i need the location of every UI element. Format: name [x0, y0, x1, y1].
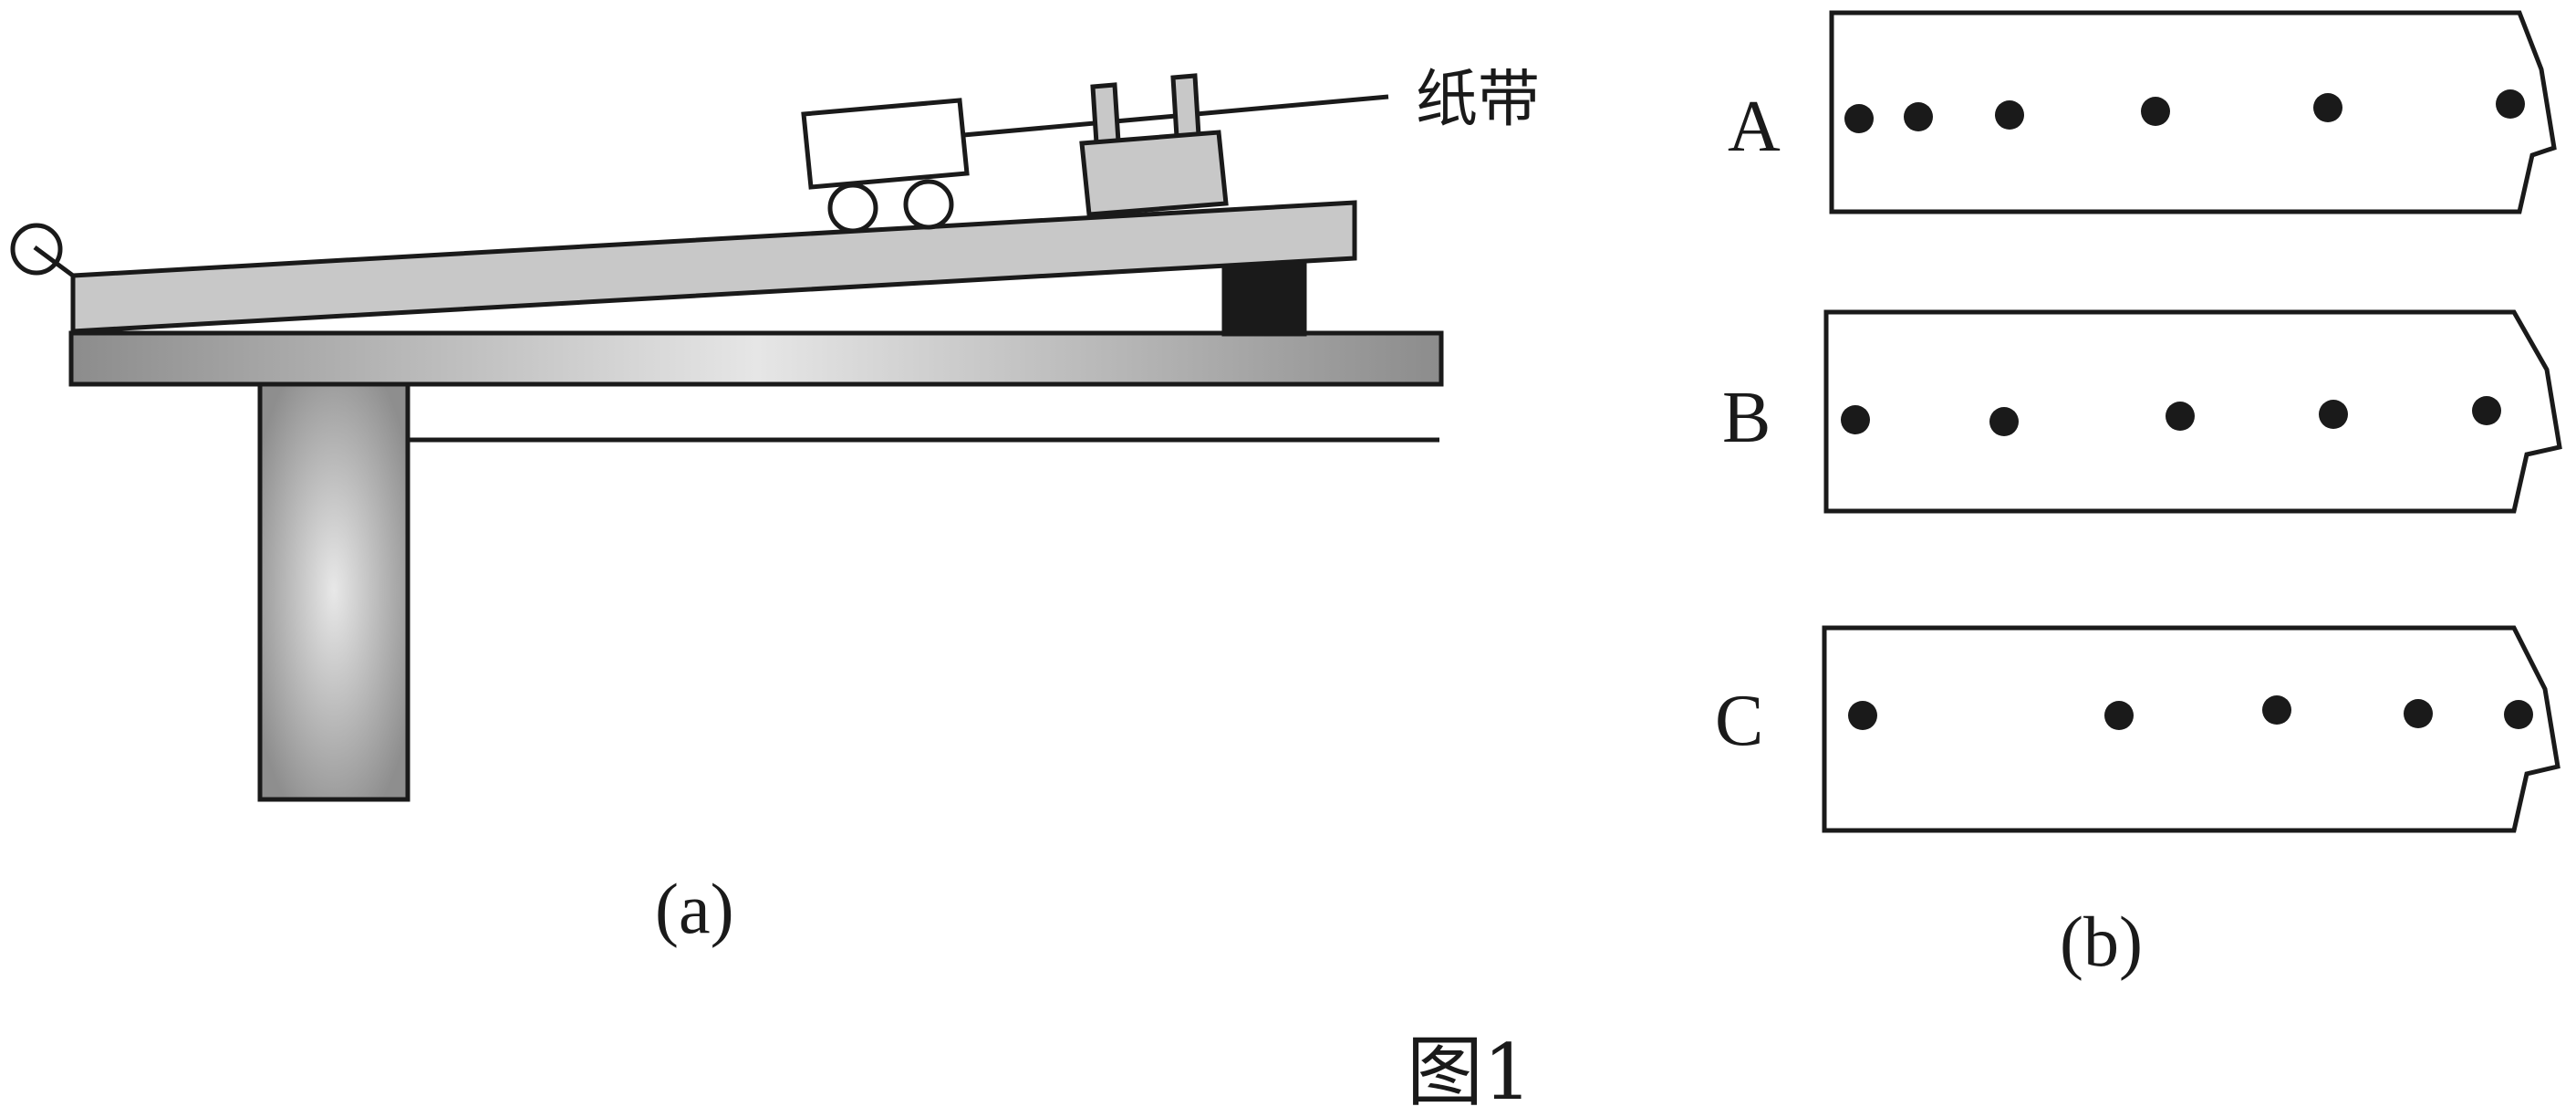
- table-leg: [257, 379, 410, 802]
- tape-a-dot: [2141, 97, 2170, 126]
- tape-b-dot: [1841, 405, 1870, 434]
- tape-b: B: [1722, 309, 2562, 514]
- tape-b-dot: [2472, 396, 2501, 425]
- tape-c: C: [1715, 625, 2560, 833]
- caption-a: (a): [655, 869, 734, 948]
- tape-a-strip: [1829, 10, 2557, 214]
- tape-b-dot: [1989, 407, 2019, 436]
- table-top: [68, 330, 1444, 387]
- tape-b-letter: B: [1722, 378, 1771, 458]
- tape-b-dot: [2166, 402, 2195, 431]
- apparatus-diagram: 纸带 (a): [10, 64, 1540, 948]
- tape-c-dot: [1848, 701, 1877, 730]
- tape-a-dot: [2313, 93, 2342, 122]
- tape-c-dot: [2404, 699, 2433, 728]
- pulley-icon: [10, 223, 75, 278]
- tape-b-dot: [2319, 400, 2348, 429]
- tape-a-dot: [1995, 100, 2024, 130]
- tape-a-letter: A: [1728, 87, 1781, 167]
- tape-c-strip: [1822, 625, 2560, 833]
- caption-b: (b): [2060, 902, 2143, 981]
- tape-a-dot: [1904, 102, 1933, 131]
- timer-clip-right: [1170, 73, 1201, 140]
- cart-body: [801, 98, 970, 190]
- tape-c-dot: [2104, 701, 2134, 730]
- tape-c-dot: [2504, 700, 2533, 729]
- support-block: [1221, 255, 1307, 337]
- tape-c-dot: [2262, 695, 2291, 725]
- figure-title: 图1: [1407, 1028, 1532, 1117]
- tape-a-dot: [2496, 89, 2525, 119]
- cart-wheel-front: [827, 183, 878, 234]
- tapes-diagram: A B C (b): [1715, 10, 2562, 981]
- inclined-board: [70, 200, 1357, 334]
- cart-wheel-back: [903, 179, 954, 230]
- tape-a: A: [1728, 10, 2557, 214]
- tape-a-dot: [1844, 104, 1874, 133]
- paper-tape-label: 纸带: [1416, 64, 1540, 136]
- tape-c-letter: C: [1715, 681, 1763, 761]
- timer-body: [1079, 130, 1229, 217]
- timer-clip-left: [1090, 82, 1121, 146]
- cart: [801, 98, 970, 234]
